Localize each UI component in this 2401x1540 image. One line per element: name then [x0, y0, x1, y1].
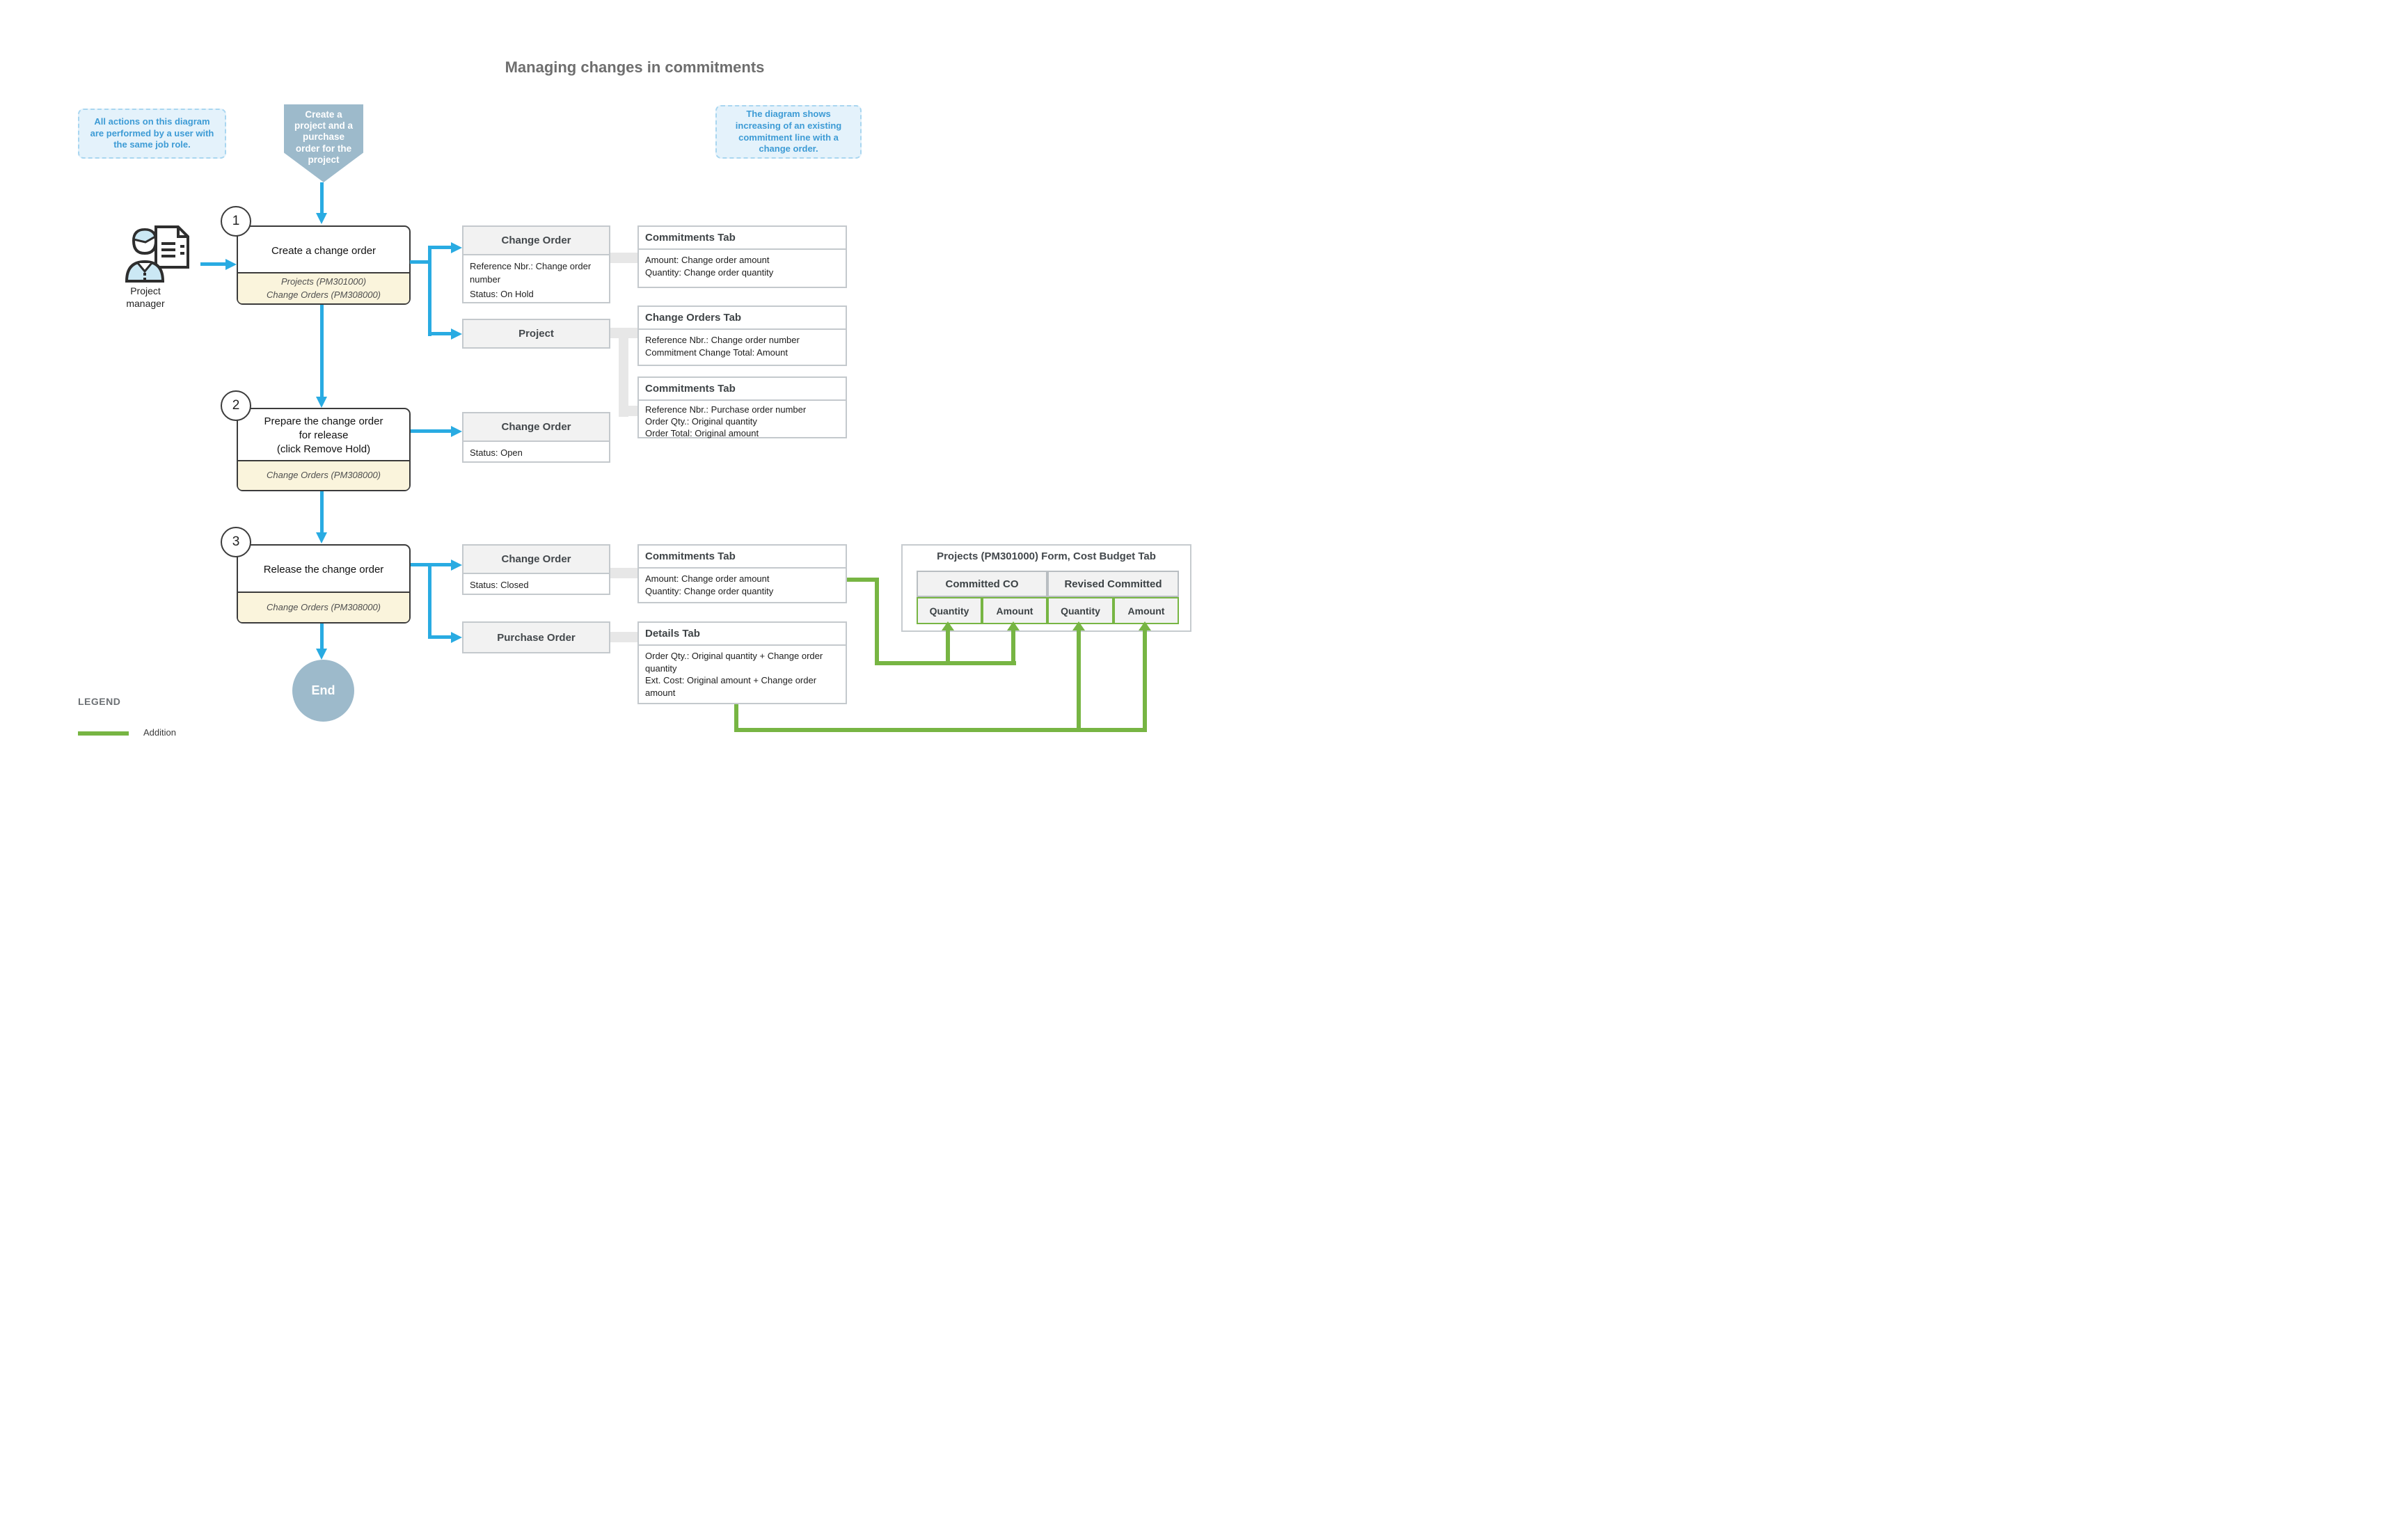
change-order-1-title: Change Order	[463, 227, 609, 255]
step-2-label: Prepare the change order for release (cl…	[264, 415, 383, 455]
project-manager-icon	[125, 225, 189, 283]
flow-arrowhead	[451, 559, 462, 571]
relation-connector	[619, 328, 628, 417]
addition-line	[734, 704, 738, 732]
flow-arrowhead	[451, 426, 462, 437]
actor-label: Project manager	[126, 285, 165, 310]
addition-arrowhead	[1007, 621, 1020, 630]
legend-title: LEGEND	[78, 696, 121, 707]
change-order-2-title: Change Order	[463, 413, 609, 442]
addition-line	[946, 629, 950, 661]
flow-arrowhead	[316, 532, 327, 543]
change-order-2-box: Change Order Status: Open	[462, 412, 610, 463]
start-banner: Create a project and a purchase order fo…	[284, 104, 363, 182]
commitments-tab-1-box: Commitments Tab Amount: Change order amo…	[637, 225, 847, 288]
cost-budget-table: Projects (PM301000) Form, Cost Budget Ta…	[901, 544, 1191, 632]
flow-line	[200, 262, 225, 266]
flow-arrowhead	[451, 632, 462, 643]
change-order-3-body: Status: Closed	[470, 580, 529, 590]
change-order-3-title: Change Order	[463, 546, 609, 574]
commitments-tab-3-title: Commitments Tab	[639, 546, 846, 569]
commitments-tab-3-box: Commitments Tab Amount: Change order amo…	[637, 544, 847, 603]
relation-connector	[610, 632, 637, 642]
flow-line	[430, 332, 451, 335]
step-3-screens: Change Orders (PM308000)	[238, 592, 409, 622]
change-orders-tab-title: Change Orders Tab	[639, 307, 846, 330]
flow-line	[428, 563, 431, 639]
purchase-order-box: Purchase Order	[462, 621, 610, 653]
relation-connector	[610, 253, 637, 263]
flow-line	[320, 182, 324, 214]
details-tab-title: Details Tab	[639, 623, 846, 646]
commitments-tab-2-body: Reference Nbr.: Purchase order number Or…	[645, 404, 807, 438]
legend-addition-swatch	[78, 731, 129, 736]
flow-line	[428, 246, 431, 336]
flow-line	[430, 246, 451, 249]
commitments-tab-2-box: Commitments Tab Reference Nbr.: Purchase…	[637, 376, 847, 438]
addition-arrowhead	[1072, 621, 1085, 630]
flow-arrowhead	[451, 328, 462, 340]
change-order-3-box: Change Order Status: Closed	[462, 544, 610, 595]
flow-line	[411, 429, 451, 433]
end-node: End	[292, 660, 354, 722]
column-committed-co-quantity: Quantity	[917, 597, 982, 624]
addition-line	[1077, 629, 1081, 732]
step-2-box: Prepare the change order for release (cl…	[237, 408, 411, 491]
details-tab-body: Order Qty.: Original quantity + Change o…	[645, 651, 823, 698]
flow-arrowhead	[316, 649, 327, 660]
step-number-2: 2	[221, 390, 251, 421]
column-group-revised-committed: Revised Committed	[1047, 571, 1179, 597]
change-order-2-body: Status: Open	[470, 447, 523, 458]
relation-connector	[619, 406, 637, 416]
change-orders-tab-body: Reference Nbr.: Change order number Comm…	[645, 335, 800, 358]
relation-connector	[610, 568, 637, 578]
flow-arrowhead	[225, 259, 237, 270]
step-number-1: 1	[221, 206, 251, 237]
addition-line	[847, 578, 879, 582]
flow-arrowhead	[316, 397, 327, 408]
note-right: The diagram shows increasing of an exist…	[715, 105, 862, 159]
cost-budget-table-title: Projects (PM301000) Form, Cost Budget Ta…	[937, 550, 1156, 562]
change-orders-tab-box: Change Orders Tab Reference Nbr.: Change…	[637, 305, 847, 366]
step-1-screens: Projects (PM301000) Change Orders (PM308…	[238, 272, 409, 303]
column-committed-co-amount: Amount	[982, 597, 1047, 624]
step-1-label: Create a change order	[271, 244, 377, 257]
flow-arrowhead	[451, 242, 462, 253]
note-left: All actions on this diagram are performe…	[78, 109, 226, 159]
diagram-canvas: Managing changes in commitments All acti…	[0, 0, 1200, 770]
flow-line	[320, 491, 324, 532]
change-order-1-body: Reference Nbr.: Change order number Stat…	[470, 261, 592, 299]
commitments-tab-1-title: Commitments Tab	[639, 227, 846, 250]
addition-line	[1011, 629, 1015, 661]
step-number-3: 3	[221, 527, 251, 557]
column-revised-committed-amount: Amount	[1114, 597, 1179, 624]
flow-line	[410, 260, 431, 264]
addition-line	[875, 578, 879, 665]
commitments-tab-3-body: Amount: Change order amount Quantity: Ch…	[645, 573, 774, 597]
column-group-committed-co: Committed CO	[917, 571, 1047, 597]
step-2-screens: Change Orders (PM308000)	[238, 460, 409, 490]
addition-arrowhead	[1139, 621, 1151, 630]
flow-arrowhead	[316, 213, 327, 224]
step-3-box: Release the change order Change Orders (…	[237, 544, 411, 624]
step-1-box: Create a change order Projects (PM301000…	[237, 225, 411, 305]
addition-line	[875, 661, 1016, 665]
flow-line	[430, 635, 451, 639]
page-title: Managing changes in commitments	[505, 58, 765, 76]
project-box: Project	[462, 319, 610, 349]
change-order-1-box: Change Order Reference Nbr.: Change orde…	[462, 225, 610, 303]
addition-line	[1143, 629, 1147, 732]
addition-arrowhead	[942, 621, 954, 630]
legend-addition-label: Addition	[143, 727, 176, 738]
details-tab-box: Details Tab Order Qty.: Original quantit…	[637, 621, 847, 704]
commitments-tab-1-body: Amount: Change order amount Quantity: Ch…	[645, 255, 774, 278]
commitments-tab-2-title: Commitments Tab	[639, 378, 846, 401]
step-3-label: Release the change order	[263, 563, 384, 575]
flow-line	[320, 305, 324, 397]
addition-line	[734, 728, 1147, 732]
flow-line	[320, 624, 324, 649]
column-revised-committed-quantity: Quantity	[1047, 597, 1114, 624]
